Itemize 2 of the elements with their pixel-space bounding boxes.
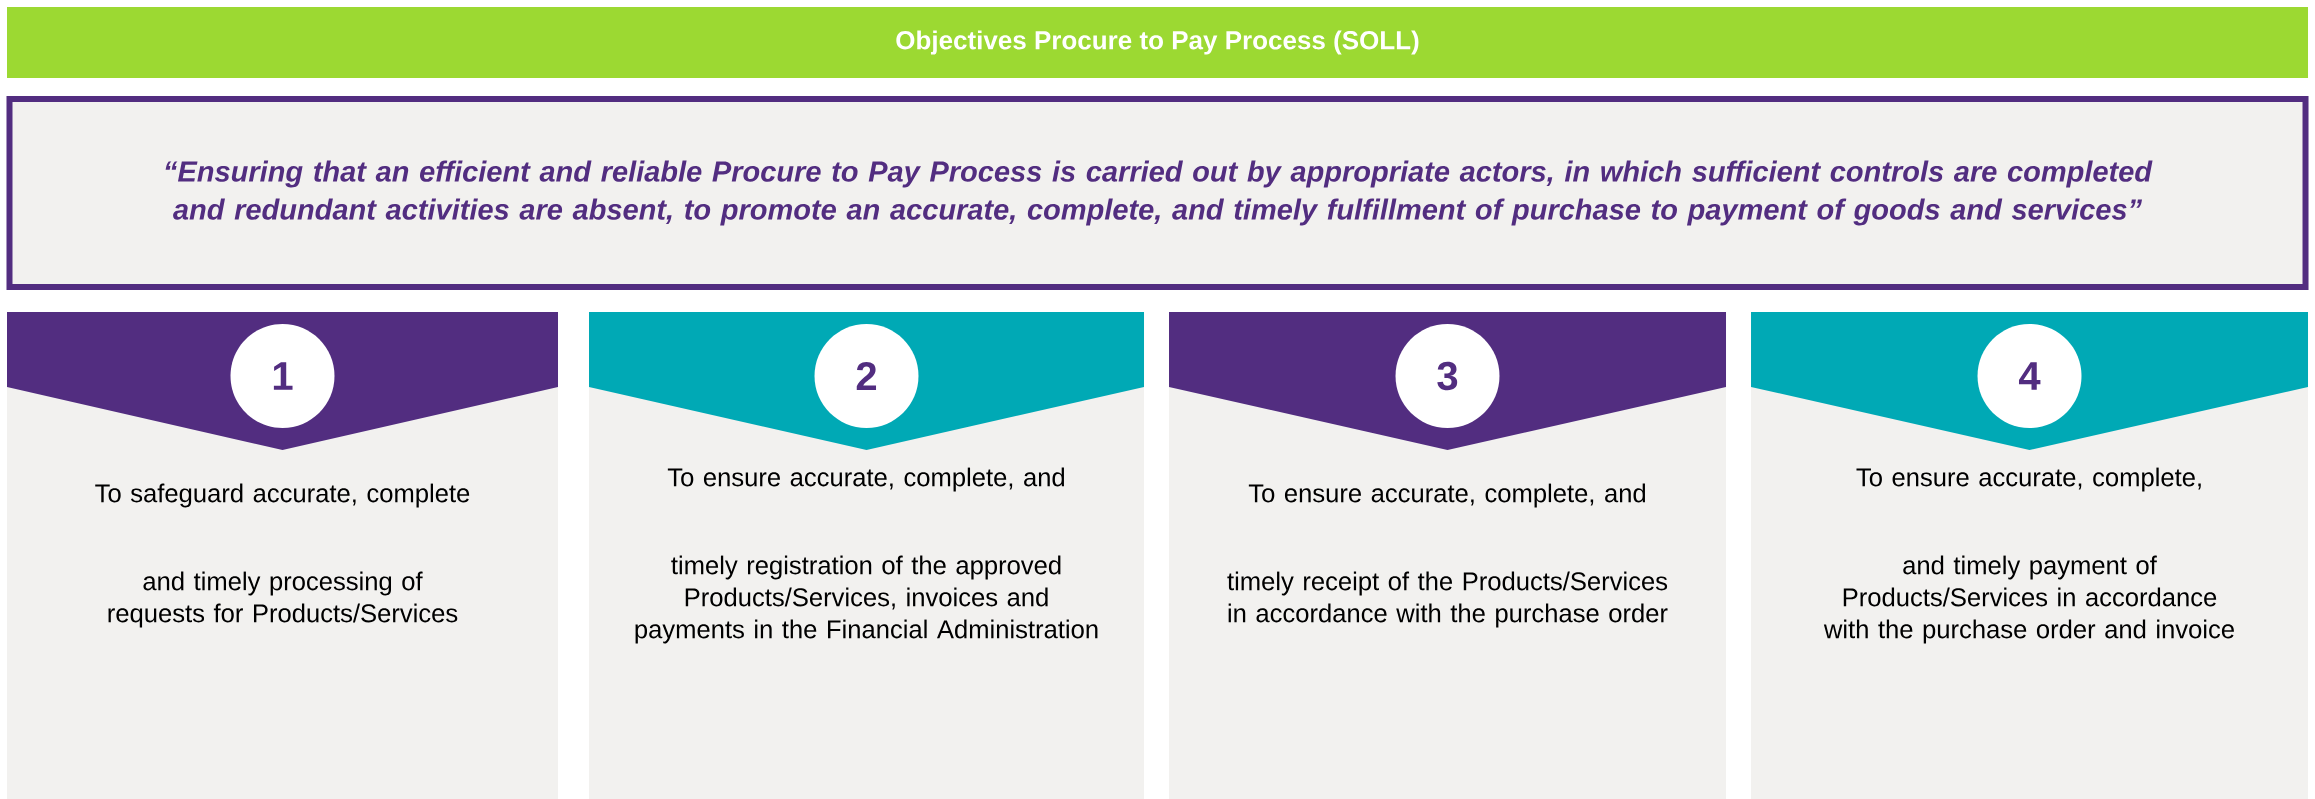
quote-box: “Ensuring that an efficient and reliable Procure to Pay Process is carried out by appropriate actors, in which sufficient controls are completed and redundant activities are absent, to promote an accurate, complete, and timely fulfillment of purchase to payment of goods and services” <box>6 96 2309 290</box>
title-bar: Objectives Procure to Pay Process (SOLL) <box>7 7 2308 78</box>
